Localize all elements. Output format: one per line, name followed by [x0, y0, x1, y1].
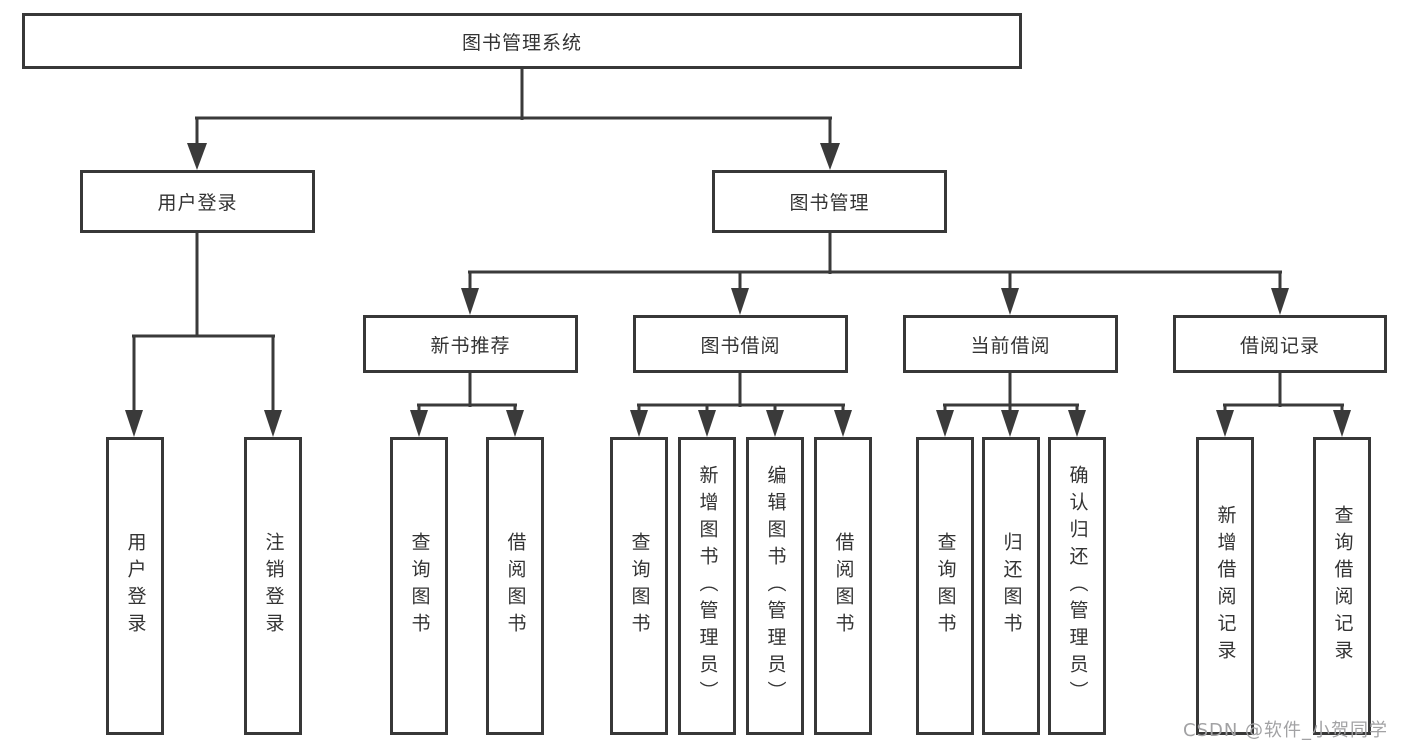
- node-label: 确认归还（管理员）: [1066, 464, 1089, 708]
- arrow-icon: [834, 410, 852, 437]
- arrow-icon: [264, 410, 282, 437]
- node-label: 查询图书: [628, 532, 651, 640]
- arrow-icon: [187, 143, 207, 170]
- arrow-icon: [1001, 288, 1019, 315]
- node-label: 编辑图书（管理员）: [764, 464, 787, 708]
- node-label: 借阅记录: [1239, 334, 1320, 357]
- arrow-icon: [731, 288, 749, 315]
- node-leaf-logout: 注销登录: [244, 437, 302, 735]
- arrow-icon: [461, 288, 479, 315]
- node-label: 借阅图书: [504, 532, 527, 640]
- node-root-system: 图书管理系统: [22, 13, 1022, 69]
- node-user-login: 用户登录: [80, 170, 315, 233]
- arrow-icon: [125, 410, 143, 437]
- node-label: 查询图书: [934, 532, 957, 640]
- node-label: 归还图书: [1000, 532, 1023, 640]
- node-leaf-confirm-return-admin: 确认归还（管理员）: [1048, 437, 1106, 735]
- node-label: 新书推荐: [430, 334, 511, 357]
- node-leaf-borrow-books-2: 借阅图书: [814, 437, 872, 735]
- node-label: 图书借阅: [700, 334, 781, 357]
- node-label: 查询借阅记录: [1331, 505, 1354, 667]
- node-leaf-add-borrow-record: 新增借阅记录: [1196, 437, 1254, 735]
- node-label: 图书管理系统: [461, 31, 582, 54]
- arrow-icon: [1001, 410, 1019, 437]
- node-leaf-query-books-3: 查询图书: [916, 437, 974, 735]
- node-label: 查询图书: [408, 532, 431, 640]
- node-label: 新增图书（管理员）: [696, 464, 719, 708]
- arrow-icon: [630, 410, 648, 437]
- arrow-icon: [698, 410, 716, 437]
- node-book-borrowing: 图书借阅: [633, 315, 848, 373]
- arrow-icon: [1068, 410, 1086, 437]
- node-leaf-user-login: 用户登录: [106, 437, 164, 735]
- arrow-icon: [936, 410, 954, 437]
- node-leaf-query-borrow-record: 查询借阅记录: [1313, 437, 1371, 735]
- node-label: 新增借阅记录: [1214, 505, 1237, 667]
- node-leaf-return-books: 归还图书: [982, 437, 1040, 735]
- arrow-icon: [506, 410, 524, 437]
- node-label: 用户登录: [157, 192, 238, 214]
- node-label: 用户登录: [124, 532, 147, 640]
- node-leaf-add-books-admin: 新增图书（管理员）: [678, 437, 736, 735]
- node-leaf-query-books-1: 查询图书: [390, 437, 448, 735]
- arrow-icon: [1271, 288, 1289, 315]
- node-leaf-edit-books-admin: 编辑图书（管理员）: [746, 437, 804, 735]
- csdn-watermark: CSDN @软件_小贺同学: [1183, 720, 1389, 741]
- arrow-icon: [410, 410, 428, 437]
- arrow-icon: [766, 410, 784, 437]
- node-book-management: 图书管理: [712, 170, 947, 233]
- node-label: 图书管理: [789, 192, 870, 214]
- node-label: 借阅图书: [832, 532, 855, 640]
- node-leaf-query-books-2: 查询图书: [610, 437, 668, 735]
- node-leaf-borrow-books-1: 借阅图书: [486, 437, 544, 735]
- node-new-book-recommend: 新书推荐: [363, 315, 578, 373]
- node-label: 注销登录: [262, 532, 285, 640]
- arrow-icon: [1216, 410, 1234, 437]
- node-current-borrowing: 当前借阅: [903, 315, 1118, 373]
- node-label: 当前借阅: [970, 334, 1051, 357]
- arrow-icon: [1333, 410, 1351, 437]
- arrowheads: [125, 143, 1351, 437]
- arrow-icon: [820, 143, 840, 170]
- node-borrowing-records: 借阅记录: [1173, 315, 1387, 373]
